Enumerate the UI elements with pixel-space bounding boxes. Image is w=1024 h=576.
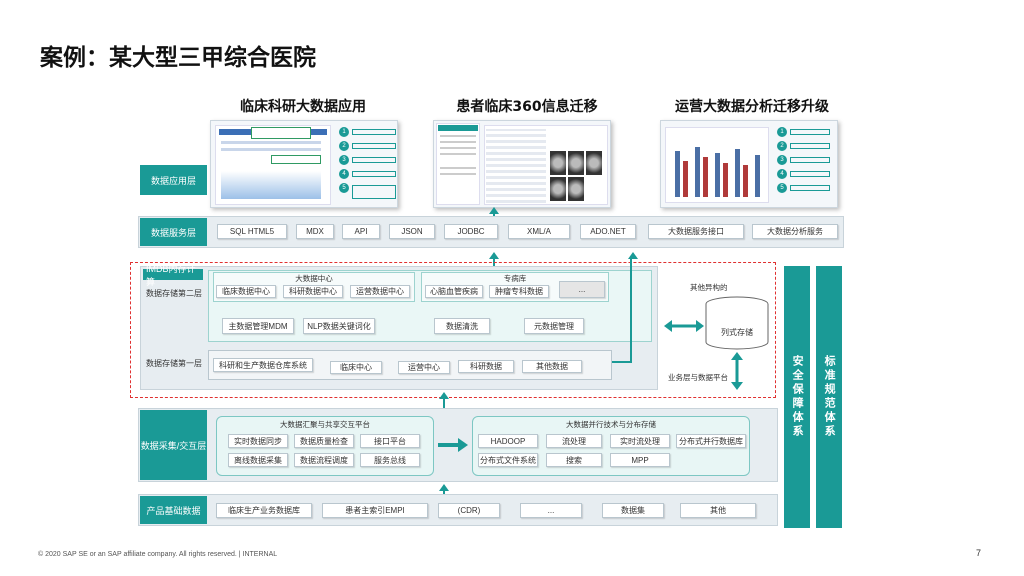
store2-chip: 心脑血管疾病: [425, 285, 483, 298]
arrow-up-icon: [628, 252, 638, 259]
source-chip: 临床生产业务数据库: [216, 503, 312, 518]
store1-chip: 临床中心: [330, 361, 382, 374]
collect-chip: 分布式并行数据库: [676, 434, 746, 448]
collect-right-title: 大数据并行技术与分布存储: [566, 420, 656, 429]
page-title: 案例：某大型三甲综合医院: [40, 45, 316, 71]
column-head-patient-360: 患者临床360信息迁移: [456, 99, 598, 115]
layer-label-store1: 数据存储第一层: [146, 359, 202, 368]
source-chip: (CDR): [438, 503, 500, 518]
step-number: 4: [777, 169, 787, 179]
connector-line: [630, 256, 632, 362]
step-number: 3: [777, 155, 787, 165]
step-number: 4: [339, 169, 349, 179]
collect-chip: HADOOP: [478, 434, 538, 448]
collect-chip: 分布式文件系统: [478, 453, 538, 467]
screenshot-clinical-research: 1 2 3 4 5: [210, 120, 398, 208]
collect-left-title: 大数据汇聚与共享交互平台: [280, 420, 370, 429]
collect-chip: MPP: [610, 453, 670, 467]
double-arrow-vertical-icon: [731, 352, 743, 390]
store1-chip: 运营中心: [398, 361, 450, 374]
service-chip: JODBC: [444, 224, 498, 239]
store2-group2-title: 专病库: [503, 274, 527, 283]
step-number: 5: [777, 183, 787, 193]
right-label-bottom: 业务层与数据平台: [668, 373, 728, 382]
service-chip: MDX: [296, 224, 334, 239]
arrow-up-icon: [489, 252, 499, 259]
collect-chip: 离线数据采集: [228, 453, 288, 467]
column-head-clinical-research: 临床科研大数据应用: [240, 99, 366, 115]
layer-label-service: 数据服务层: [140, 218, 207, 246]
source-chip: 数据集: [602, 503, 664, 518]
layer-label-source: 产品基础数据: [140, 496, 207, 524]
column-head-operations: 运营大数据分析迁移升级: [675, 99, 829, 115]
right-label-top: 其他异构的: [690, 283, 728, 292]
layer-label-store2: 数据存储第二层: [146, 289, 202, 298]
store2-row2-chip: 主数据管理MDM: [222, 318, 294, 334]
collect-chip: 服务总线: [360, 453, 420, 467]
service-chip: 大数据服务接口: [648, 224, 744, 239]
store1-chip: 科研数据: [458, 360, 514, 373]
store2-chip: ...: [559, 281, 605, 298]
layer-label-collect: 数据采集/交互层: [140, 410, 207, 480]
arrow-up-icon: [439, 484, 449, 491]
step-number: 2: [777, 141, 787, 151]
service-chip: XML/A: [508, 224, 570, 239]
step-number: 1: [777, 127, 787, 137]
store2-group1-title: 大数据中心: [295, 274, 333, 283]
page-number: 7: [976, 548, 982, 558]
collect-chip: 实时流处理: [610, 434, 670, 448]
service-chip: ADO.NET: [580, 224, 636, 239]
collect-chip: 数据质量检查: [294, 434, 354, 448]
collect-chip: 数据流程调度: [294, 453, 354, 467]
footer-copyright: © 2020 SAP SE or an SAP affiliate compan…: [38, 551, 278, 558]
collect-chip: 流处理: [546, 434, 602, 448]
service-chip: 大数据分析服务: [752, 224, 838, 239]
store2-chip: 肿瘤专科数据: [489, 285, 549, 298]
arrow-up-icon: [439, 392, 449, 399]
store2-chip: 运营数据中心: [350, 285, 410, 298]
screenshot-patient-360: [433, 120, 611, 208]
layer-label-imdb: IMDB内存计算: [143, 264, 203, 287]
service-chip: API: [342, 224, 380, 239]
step-number: 3: [339, 155, 349, 165]
layer-label-app: 数据应用层: [140, 165, 207, 195]
imdb-dashed-frame: [130, 262, 776, 398]
step-number: 5: [339, 183, 349, 193]
step-number: 1: [339, 127, 349, 137]
arrow-right-icon: [438, 438, 468, 452]
arrow-up-icon: [489, 207, 499, 214]
source-chip: 患者主索引EMPI: [322, 503, 428, 518]
connector-line: [612, 361, 632, 363]
store2-chip: 临床数据中心: [216, 285, 276, 298]
standards-system-bar: 标准规范体系: [816, 266, 842, 528]
source-chip: 其他: [680, 503, 756, 518]
database-label: 列式存储: [721, 328, 753, 337]
collect-chip: 搜索: [546, 453, 602, 467]
store1-chip: 其他数据: [522, 360, 582, 373]
database-icon: [705, 296, 769, 350]
store2-row2-chip: 数据清洗: [434, 318, 490, 334]
security-system-bar: 安全保障体系: [784, 266, 810, 528]
store1-chip: 科研和生产数据仓库系统: [213, 358, 313, 372]
service-chip: JSON: [389, 224, 435, 239]
step-number: 2: [339, 141, 349, 151]
service-chip: SQL HTML5: [217, 224, 287, 239]
source-chip: ...: [520, 503, 582, 518]
collect-chip: 接口平台: [360, 434, 420, 448]
screenshot-operations: 1 2 3 4 5: [660, 120, 838, 208]
store2-row2-chip: NLP数据关键词化: [303, 318, 375, 334]
double-arrow-horizontal-icon: [664, 320, 704, 332]
collect-chip: 实时数据同步: [228, 434, 288, 448]
store2-row2-chip: 元数据管理: [524, 318, 584, 334]
store2-chip: 科研数据中心: [283, 285, 343, 298]
